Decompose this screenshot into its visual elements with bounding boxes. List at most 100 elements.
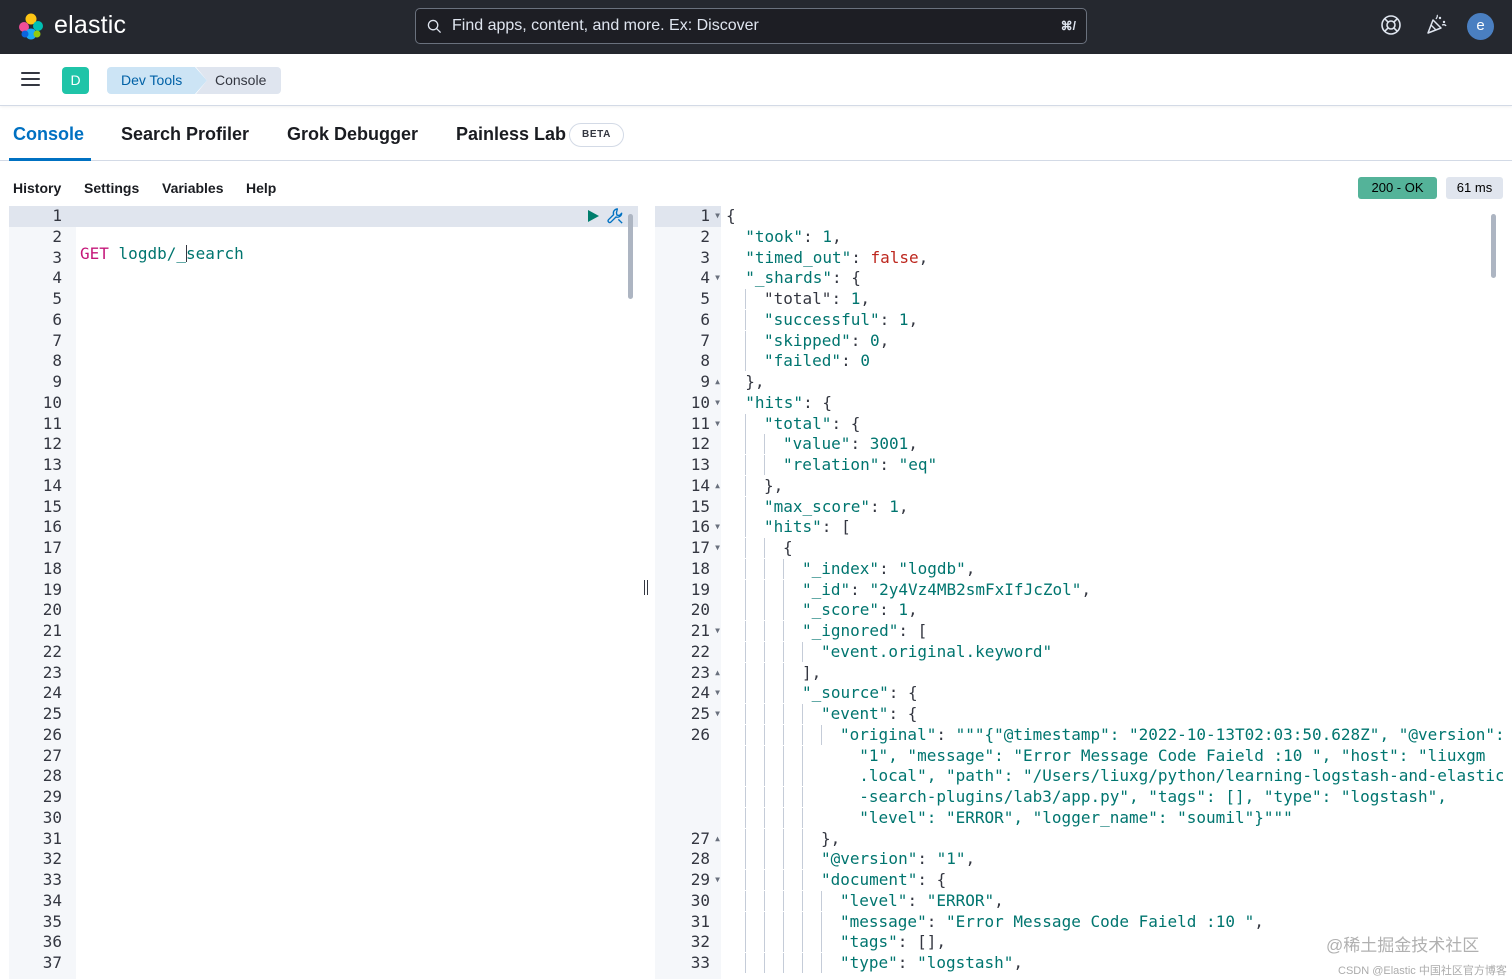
breadcrumb-dev-tools[interactable]: Dev Tools xyxy=(107,67,207,94)
newsfeed-icon[interactable] xyxy=(1424,13,1448,37)
line-number: 33 xyxy=(690,953,710,972)
response-line: { xyxy=(726,206,1503,227)
line-number: 35 xyxy=(42,911,62,931)
request-url-start: logdb/_ xyxy=(118,244,186,263)
pane-resize-handle[interactable] xyxy=(643,580,651,596)
indent-guide xyxy=(745,330,764,351)
indent-guide xyxy=(802,745,821,766)
tab-search-profiler[interactable]: Search Profiler xyxy=(121,124,250,144)
tab-console[interactable]: Console xyxy=(13,124,85,144)
response-line: }, xyxy=(726,828,1503,850)
code-token: "_ignored" xyxy=(802,621,899,640)
code-token: "original" xyxy=(840,724,937,744)
line-number: 37 xyxy=(42,953,62,972)
variables-link[interactable]: Variables xyxy=(162,180,224,196)
fold-close-icon[interactable]: ▲ xyxy=(715,377,720,386)
fold-open-icon[interactable]: ▼ xyxy=(715,397,720,407)
response-line: "successful": 1, xyxy=(726,309,1503,331)
response-line: "hits": [ xyxy=(726,517,1503,538)
duration-badge: 61 ms xyxy=(1446,177,1503,199)
code-token: false xyxy=(870,247,919,267)
fold-open-icon[interactable]: ▼ xyxy=(715,273,720,283)
help-icon[interactable] xyxy=(1379,13,1403,37)
code-token: "failed" xyxy=(764,351,842,371)
line-number: 19 xyxy=(690,579,710,599)
request-code[interactable]: GET logdb/_search xyxy=(80,206,244,303)
response-scrollbar[interactable] xyxy=(1491,214,1496,278)
tab-painless-lab[interactable]: Painless Lab xyxy=(456,124,567,144)
fold-close-icon[interactable]: ▲ xyxy=(715,480,720,490)
fold-open-icon[interactable]: ▼ xyxy=(715,211,720,220)
code-token: , xyxy=(879,330,890,350)
code-token: "ERROR" xyxy=(926,890,995,910)
response-active-line xyxy=(655,206,721,227)
help-link[interactable]: Help xyxy=(246,180,277,196)
request-line[interactable]: GET logdb/_search xyxy=(80,244,244,265)
line-number: 21 xyxy=(42,621,62,640)
wrench-icon[interactable] xyxy=(606,207,625,226)
line-number: 24▼ xyxy=(690,683,720,703)
line-number: 7 xyxy=(52,330,62,350)
search-input[interactable] xyxy=(452,10,1042,42)
line-number: 28 xyxy=(42,766,62,786)
send-request-icon[interactable] xyxy=(586,209,600,223)
fold-open-icon[interactable]: ▼ xyxy=(715,688,720,698)
line-number: 4 xyxy=(52,268,62,288)
code-token: 0 xyxy=(869,330,880,350)
line-number: 3 xyxy=(700,247,710,267)
status-badge: 200 - OK xyxy=(1358,177,1437,199)
elastic-logo-icon[interactable] xyxy=(17,13,45,41)
response-line: }, xyxy=(726,475,1503,497)
indent-guide xyxy=(821,953,840,973)
request-scrollbar[interactable] xyxy=(628,214,633,299)
indent-guide xyxy=(745,517,764,538)
user-avatar[interactable]: e xyxy=(1467,13,1494,40)
line-number: 36 xyxy=(42,932,62,952)
indent-guide xyxy=(783,641,802,662)
wrap-indent xyxy=(840,808,859,827)
history-link[interactable]: History xyxy=(13,180,62,196)
fold-open-icon[interactable]: ▼ xyxy=(715,709,720,718)
top-header: elastic ⌘/ e xyxy=(0,0,1512,54)
code-token: "logdb" xyxy=(898,558,966,578)
line-number: 2 xyxy=(700,226,710,246)
response-line: "_source": { xyxy=(726,683,1503,704)
indent-guide xyxy=(802,766,821,787)
fold-close-icon[interactable]: ▲ xyxy=(715,667,720,677)
fold-open-icon[interactable]: ▼ xyxy=(715,522,720,532)
space-avatar[interactable]: D xyxy=(62,67,89,94)
line-number: 15 xyxy=(42,496,62,516)
search-icon xyxy=(427,19,442,34)
response-line: "_ignored": [ xyxy=(726,621,1503,642)
code-token: "1" xyxy=(936,849,966,869)
request-url-end: search xyxy=(185,244,244,263)
code-token: { xyxy=(726,206,736,225)
tab-grok-debugger[interactable]: Grok Debugger xyxy=(287,124,419,144)
brand-name[interactable]: elastic xyxy=(54,11,127,39)
fold-open-icon[interactable]: ▼ xyxy=(715,418,720,428)
code-token: "event" xyxy=(821,704,889,723)
watermark: @稀土掘金技术社区 xyxy=(1326,936,1480,955)
code-token: : xyxy=(879,600,899,620)
fold-open-icon[interactable]: ▼ xyxy=(715,543,720,552)
global-search[interactable]: ⌘/ xyxy=(415,8,1087,44)
fold-open-icon[interactable]: ▼ xyxy=(715,626,720,635)
indent-guide xyxy=(745,455,764,475)
fold-open-icon[interactable]: ▼ xyxy=(715,875,720,884)
indent-guide xyxy=(764,724,783,745)
line-number: 17▼ xyxy=(690,538,720,557)
indent-guide xyxy=(745,807,764,828)
code-token: }, xyxy=(764,475,784,495)
settings-link[interactable]: Settings xyxy=(84,180,140,196)
code-token: }, xyxy=(821,828,841,848)
search-shortcut: ⌘/ xyxy=(1060,19,1076,33)
menu-icon[interactable] xyxy=(21,72,41,88)
code-token: : xyxy=(869,496,890,516)
indent-guide xyxy=(783,621,802,641)
code-token: : xyxy=(879,558,899,578)
fold-close-icon[interactable]: ▲ xyxy=(715,833,720,843)
line-number: 6 xyxy=(700,309,710,329)
